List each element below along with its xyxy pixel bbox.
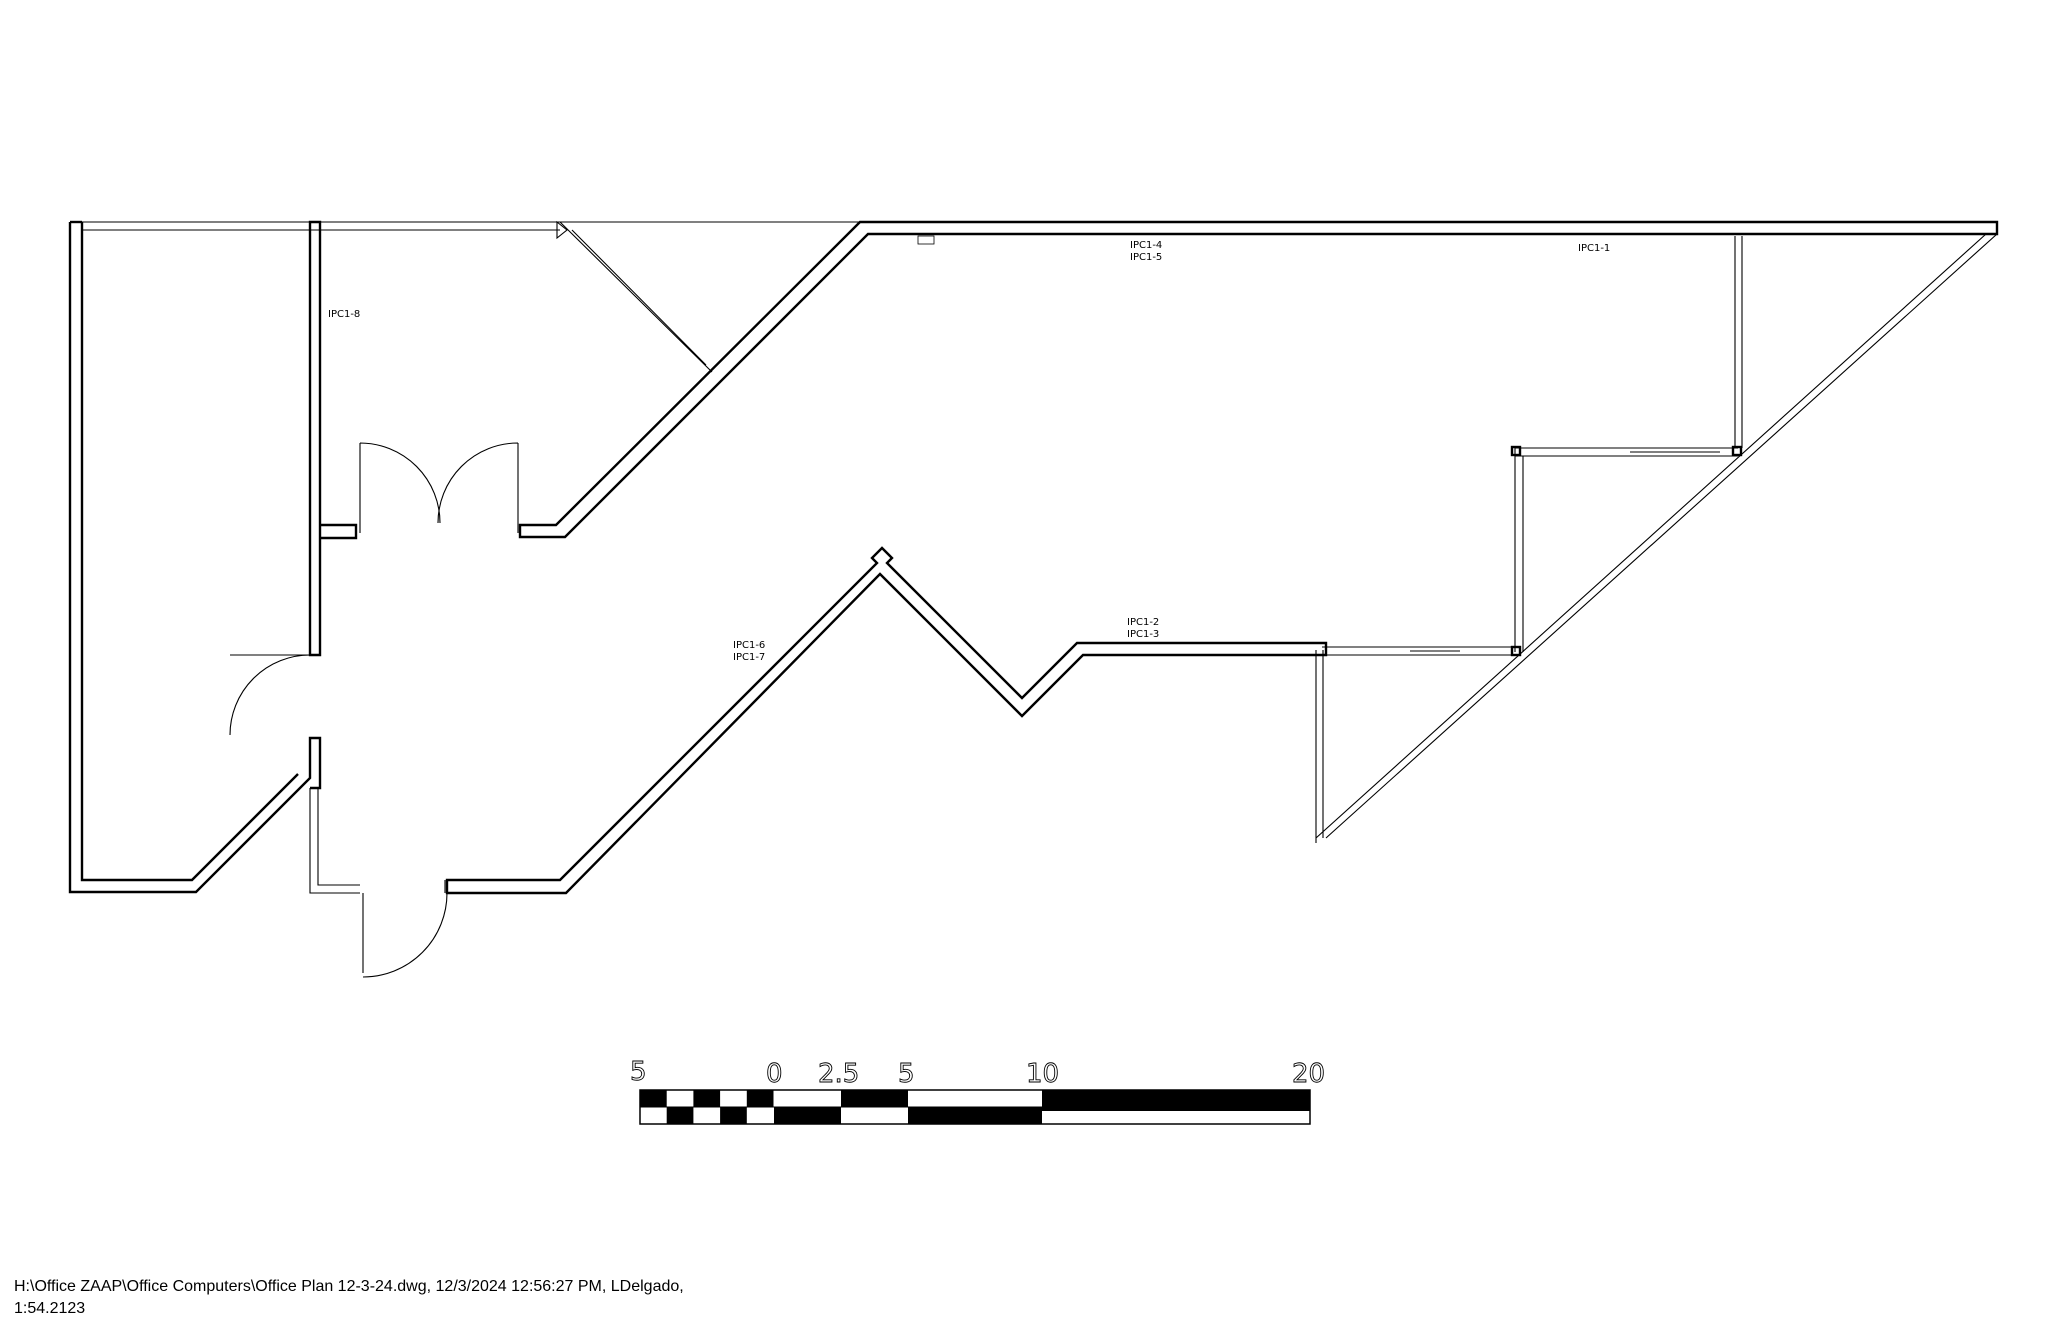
right-office-bottom [1322, 646, 1517, 656]
side-door-swing [229, 654, 311, 736]
scale-bar-segment [746, 1090, 774, 1107]
entry-frame [309, 788, 360, 894]
scale-bar: 5 0 2.5 5 10 20 [630, 1057, 1326, 1125]
label-ipc1-1: IPC1-1 [1578, 243, 1610, 254]
entry-door-swing [362, 892, 448, 978]
label-ipc1-8: IPC1-8 [328, 309, 360, 320]
footer-line-1: H:\Office ZAAP\Office Computers\Office P… [14, 1278, 684, 1295]
scale-bar-segment [1042, 1090, 1310, 1107]
scale-tick-20: 20 [1292, 1059, 1325, 1089]
scale-bar-segment [1042, 1107, 1310, 1111]
scale-bar-segment [693, 1090, 721, 1107]
label-ipc1-5: IPC1-5 [1130, 252, 1162, 263]
scale-tick-10: 10 [1026, 1059, 1059, 1089]
top-wall-thin [82, 221, 860, 231]
right-diagonal-wall [1315, 222, 1998, 839]
scale-bar-segment [720, 1107, 747, 1124]
interior-partition-stub [320, 523, 358, 540]
west-wall-inner [80, 222, 299, 882]
lower-zigzag-wall [445, 546, 1328, 895]
right-vertical-thin [1315, 236, 1743, 843]
storage-diagonal [559, 221, 713, 373]
upper-diagonal-wall [518, 220, 1999, 539]
room-labels: IPC1-8 IPC1-4 IPC1-5 IPC1-1 IPC1-2 IPC1-… [328, 240, 1610, 663]
scale-tick-2-5: 2.5 [818, 1059, 859, 1089]
double-door-right-swing [437, 442, 519, 533]
label-ipc1-6: IPC1-6 [733, 640, 765, 651]
label-ipc1-7: IPC1-7 [733, 652, 765, 663]
scale-tick-5-left: 5 [630, 1057, 647, 1087]
scale-bar-segment [774, 1107, 841, 1124]
scale-bar-segment [666, 1107, 694, 1124]
label-ipc1-3: IPC1-3 [1127, 629, 1159, 640]
storage-corner [556, 220, 568, 240]
interior-partition-upper [308, 220, 322, 657]
column-1 [1510, 445, 1522, 457]
small-fixture [917, 235, 935, 245]
scale-tick-0: 0 [766, 1059, 783, 1089]
label-ipc1-4: IPC1-4 [1130, 240, 1162, 251]
scale-tick-5: 5 [898, 1059, 915, 1089]
scale-bar-segment [908, 1107, 1042, 1124]
right-office-left [1514, 448, 1524, 652]
file-path-footer: H:\Office ZAAP\Office Computers\Office P… [14, 1276, 684, 1320]
footer-line-2: 1:54.2123 [14, 1300, 86, 1317]
scale-bar-segment [841, 1090, 908, 1107]
column-2 [1731, 445, 1743, 457]
right-office-top [1515, 447, 1738, 457]
label-ipc1-2: IPC1-2 [1127, 617, 1159, 628]
scale-bar-segment [640, 1090, 667, 1107]
column-3 [1510, 645, 1522, 657]
double-door-left-swing [359, 442, 441, 533]
doors [229, 442, 519, 978]
floor-plan [68, 220, 1999, 895]
west-wall [68, 222, 322, 894]
